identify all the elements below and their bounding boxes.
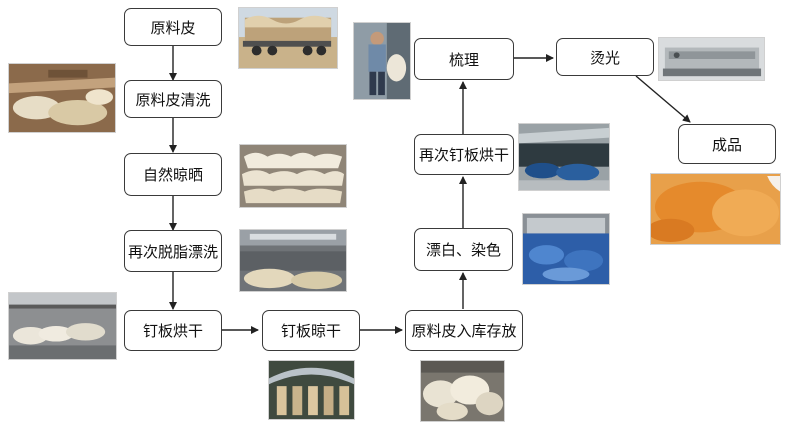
photo-combing-worker: [353, 22, 411, 100]
photo-finished-fur: [650, 173, 781, 245]
photo-hide-storage: [420, 360, 505, 422]
node-combing: 梳理: [414, 38, 514, 80]
photo-sun-drying: [239, 144, 347, 208]
photo-degrease-rinse: [239, 229, 347, 292]
photo-ironing-machine: [658, 37, 765, 81]
photo-re-board-baking: [518, 123, 610, 191]
node-finished-product: 成品: [678, 124, 776, 164]
photo-washing-hides: [8, 63, 116, 133]
photo-board-airdrying-shed: [268, 360, 355, 420]
arrow-iron-to-product: [635, 75, 691, 123]
node-ironing: 烫光: [556, 38, 654, 76]
node-hide-storage: 原料皮入库存放: [405, 310, 523, 351]
photo-raw-hide-truck: [238, 7, 338, 69]
node-raw-hide: 原料皮: [124, 8, 222, 46]
photo-board-baking-room: [8, 292, 117, 360]
photo-bleach-dye-vats: [522, 213, 610, 285]
node-board-bake: 钉板烘干: [124, 310, 222, 351]
node-sun-dry: 自然晾晒: [124, 153, 222, 196]
node-re-degrease-rinse: 再次脱脂漂洗: [124, 230, 222, 272]
node-hide-wash: 原料皮清洗: [124, 80, 222, 118]
node-bleach-dye: 漂白、染色: [414, 228, 513, 271]
node-re-board-bake: 再次钉板烘干: [414, 134, 514, 175]
node-board-airdry: 钉板晾干: [262, 310, 360, 351]
